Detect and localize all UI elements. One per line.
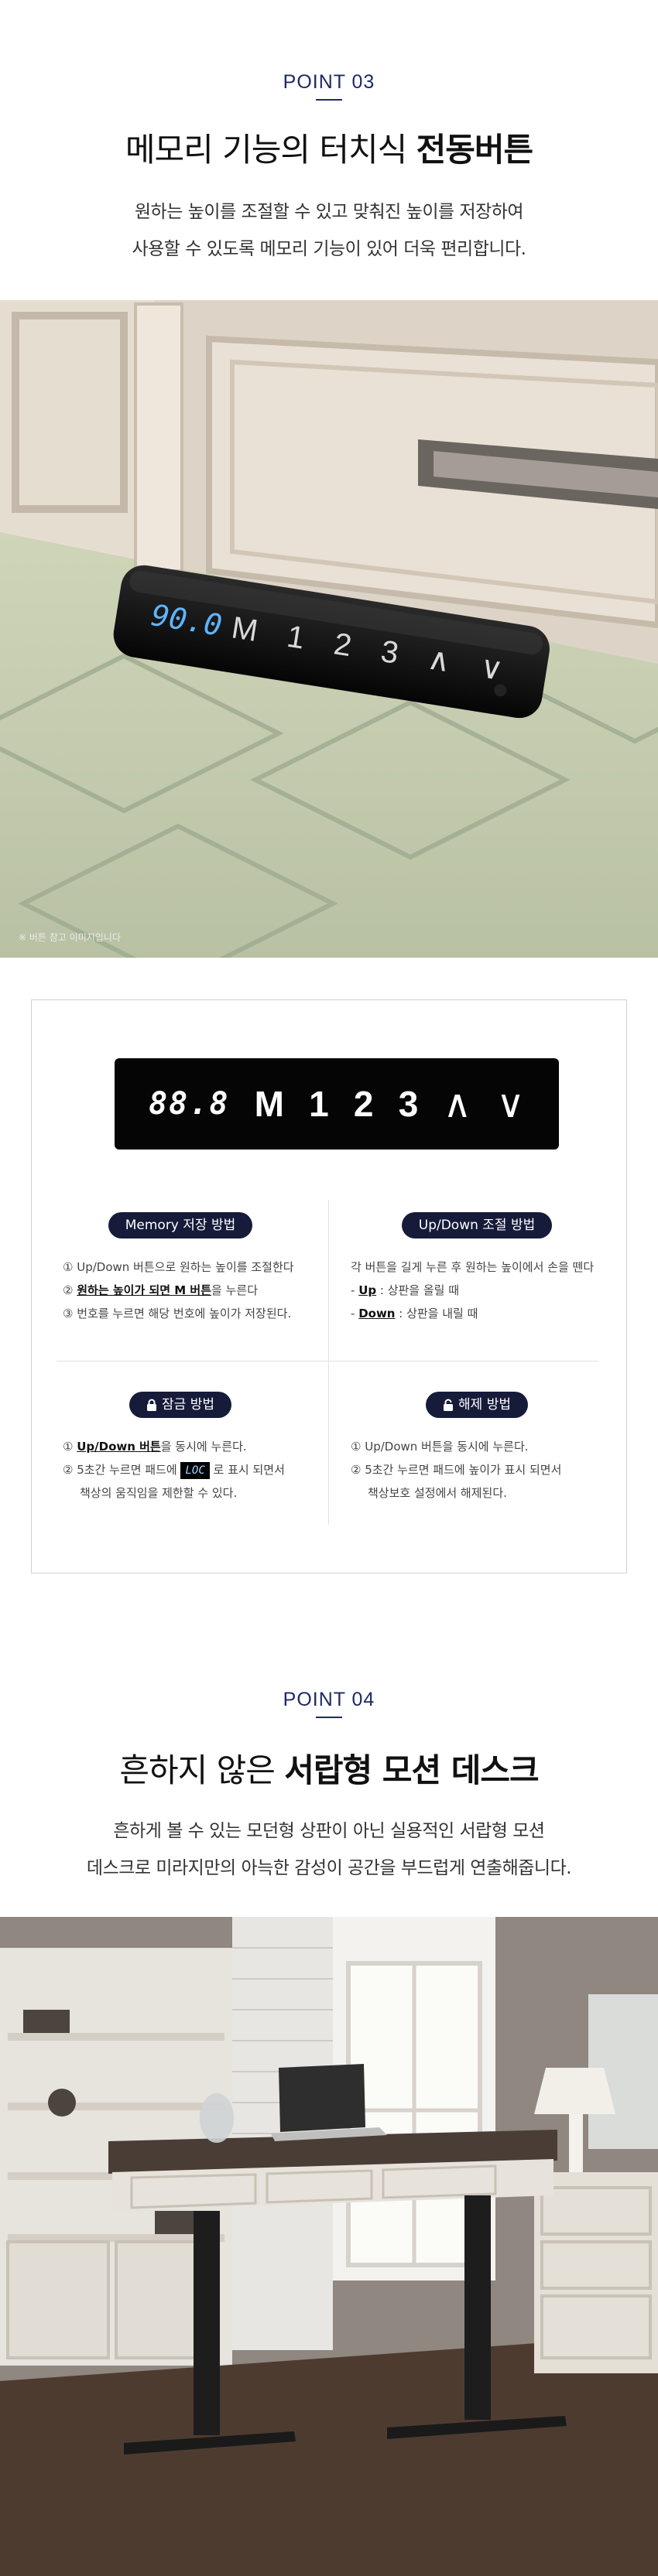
memory-section-title: Memory 저장 방법 — [41, 1212, 320, 1238]
memory-pill: Memory 저장 방법 — [108, 1212, 253, 1238]
lock-step-1: ① Up/Down 버튼을 동시에 누른다. — [63, 1440, 247, 1454]
updown-step-2: - Up : 상판을 올릴 때 — [351, 1283, 460, 1297]
control-panel-guide: 88.8 M 1 2 3 ∧ ∨ Memory 저장 방법 ① Up/Down … — [31, 999, 627, 1573]
display-digits: 88.8 — [149, 1086, 230, 1122]
point-label-underline — [316, 99, 342, 101]
up-key[interactable]: ∧ — [443, 1082, 472, 1126]
memory-step-1: ① Up/Down 버튼으로 원하는 높이를 조절한다 — [63, 1260, 294, 1274]
office-room-illustration — [0, 1917, 658, 2576]
down-key[interactable]: ∨ — [496, 1082, 525, 1126]
photo-caption: ※ 버튼 참고 이미지입니다 — [19, 932, 121, 943]
lock-title: 잠금 방법 — [162, 1397, 214, 1413]
section-description: 원하는 높이를 조절할 수 있고 맞춰진 높이를 저장하여 사용할 수 있도록 … — [0, 193, 658, 268]
description-line: 데스크로 미라지만의 아늑한 감성이 공간을 부드럽게 연출해줍니다. — [86, 1858, 572, 1878]
unlock-pill: 해제 방법 — [426, 1392, 528, 1418]
motion-desk-room-photo — [0, 1917, 658, 2576]
point-04-label: POINT 04 — [283, 1689, 375, 1710]
unlock-icon — [444, 1399, 454, 1411]
memory-step-2: ② 원하는 높이가 되면 M 버튼을 누른다 — [63, 1283, 259, 1297]
description-line: 사용할 수 있도록 메모리 기능이 있어 더욱 편리합니다. — [132, 239, 526, 259]
headline-bold: 전동버튼 — [416, 131, 534, 169]
lock-steps: ① Up/Down 버튼을 동시에 누른다. ② 5초간 누르면 패드에 LOC… — [63, 1435, 326, 1505]
updown-section-title: Up/Down 조절 방법 — [338, 1212, 616, 1238]
unlock-step-1: ① Up/Down 버튼을 동시에 누른다. — [351, 1440, 529, 1454]
headline-regular: 흔하지 않은 — [119, 1751, 285, 1789]
unlock-section-title: 해제 방법 — [338, 1392, 616, 1418]
description-line: 흔하게 볼 수 있는 모던형 상판이 아닌 실용적인 서랍형 모션 — [113, 1821, 545, 1841]
updown-step-1: 각 버튼을 길게 누른 후 원하는 높이에서 손을 뗀다 — [351, 1260, 595, 1274]
memory-step-3: ③ 번호를 누르면 해당 번호에 높이가 저장된다. — [63, 1307, 292, 1320]
unlock-steps: ① Up/Down 버튼을 동시에 누른다. ② 5초간 누르면 패드에 높이가… — [351, 1435, 614, 1505]
control-pad-display: 88.8 M 1 2 3 ∧ ∨ — [115, 1058, 559, 1150]
section-headline: 메모리 기능의 터치식 전동버튼 — [0, 124, 658, 171]
loc-display: LOC — [180, 1461, 210, 1479]
lock-step-2: ② 5초간 누르면 패드에 LOC 로 표시 되면서 — [63, 1458, 326, 1481]
section-headline: 흔하지 않은 서랍형 모션 데스크 — [0, 1744, 658, 1792]
section-description: 흔하게 볼 수 있는 모던형 상판이 아닌 실용적인 서랍형 모션 데스크로 미… — [0, 1812, 658, 1887]
preset-2-key[interactable]: 2 — [353, 1084, 374, 1124]
updown-steps: 각 버튼을 길게 누른 후 원하는 높이에서 손을 뗀다 - Up : 상판을 … — [351, 1256, 614, 1325]
preset-3-key[interactable]: 3 — [398, 1084, 419, 1124]
lock-icon — [147, 1399, 157, 1411]
point-03-label: POINT 03 — [283, 71, 375, 93]
memory-key[interactable]: M — [254, 1084, 284, 1124]
unlock-title: 해제 방법 — [458, 1397, 511, 1413]
lock-step-2-cont: 책상의 움직임을 제한할 수 있다. — [80, 1486, 238, 1500]
vertical-divider — [328, 1200, 329, 1525]
headline-regular: 메모리 기능의 터치식 — [125, 131, 416, 169]
lock-section-title: 잠금 방법 — [41, 1392, 320, 1418]
lock-pill: 잠금 방법 — [129, 1392, 231, 1418]
point-label-underline — [316, 1717, 342, 1718]
memory-steps: ① Up/Down 버튼으로 원하는 높이를 조절한다 ② 원하는 높이가 되면… — [63, 1256, 326, 1325]
control-pad-photo: 90.0 M 1 2 3 ∧ ∨ — [0, 300, 658, 958]
desk-drawer-illustration: 90.0 M 1 2 3 ∧ ∨ — [0, 300, 658, 958]
unlock-step-2-cont: 책상보호 설정에서 해제된다. — [368, 1486, 507, 1500]
description-line: 원하는 높이를 조절할 수 있고 맞춰진 높이를 저장하여 — [134, 202, 524, 222]
headline-bold: 서랍형 모션 데스크 — [284, 1751, 539, 1789]
unlock-step-2: ② 5초간 누르면 패드에 높이가 표시 되면서 — [351, 1463, 562, 1477]
updown-pill: Up/Down 조절 방법 — [401, 1212, 553, 1238]
preset-1-key[interactable]: 1 — [309, 1084, 329, 1124]
updown-step-3: - Down : 상판을 내릴 때 — [351, 1307, 478, 1320]
